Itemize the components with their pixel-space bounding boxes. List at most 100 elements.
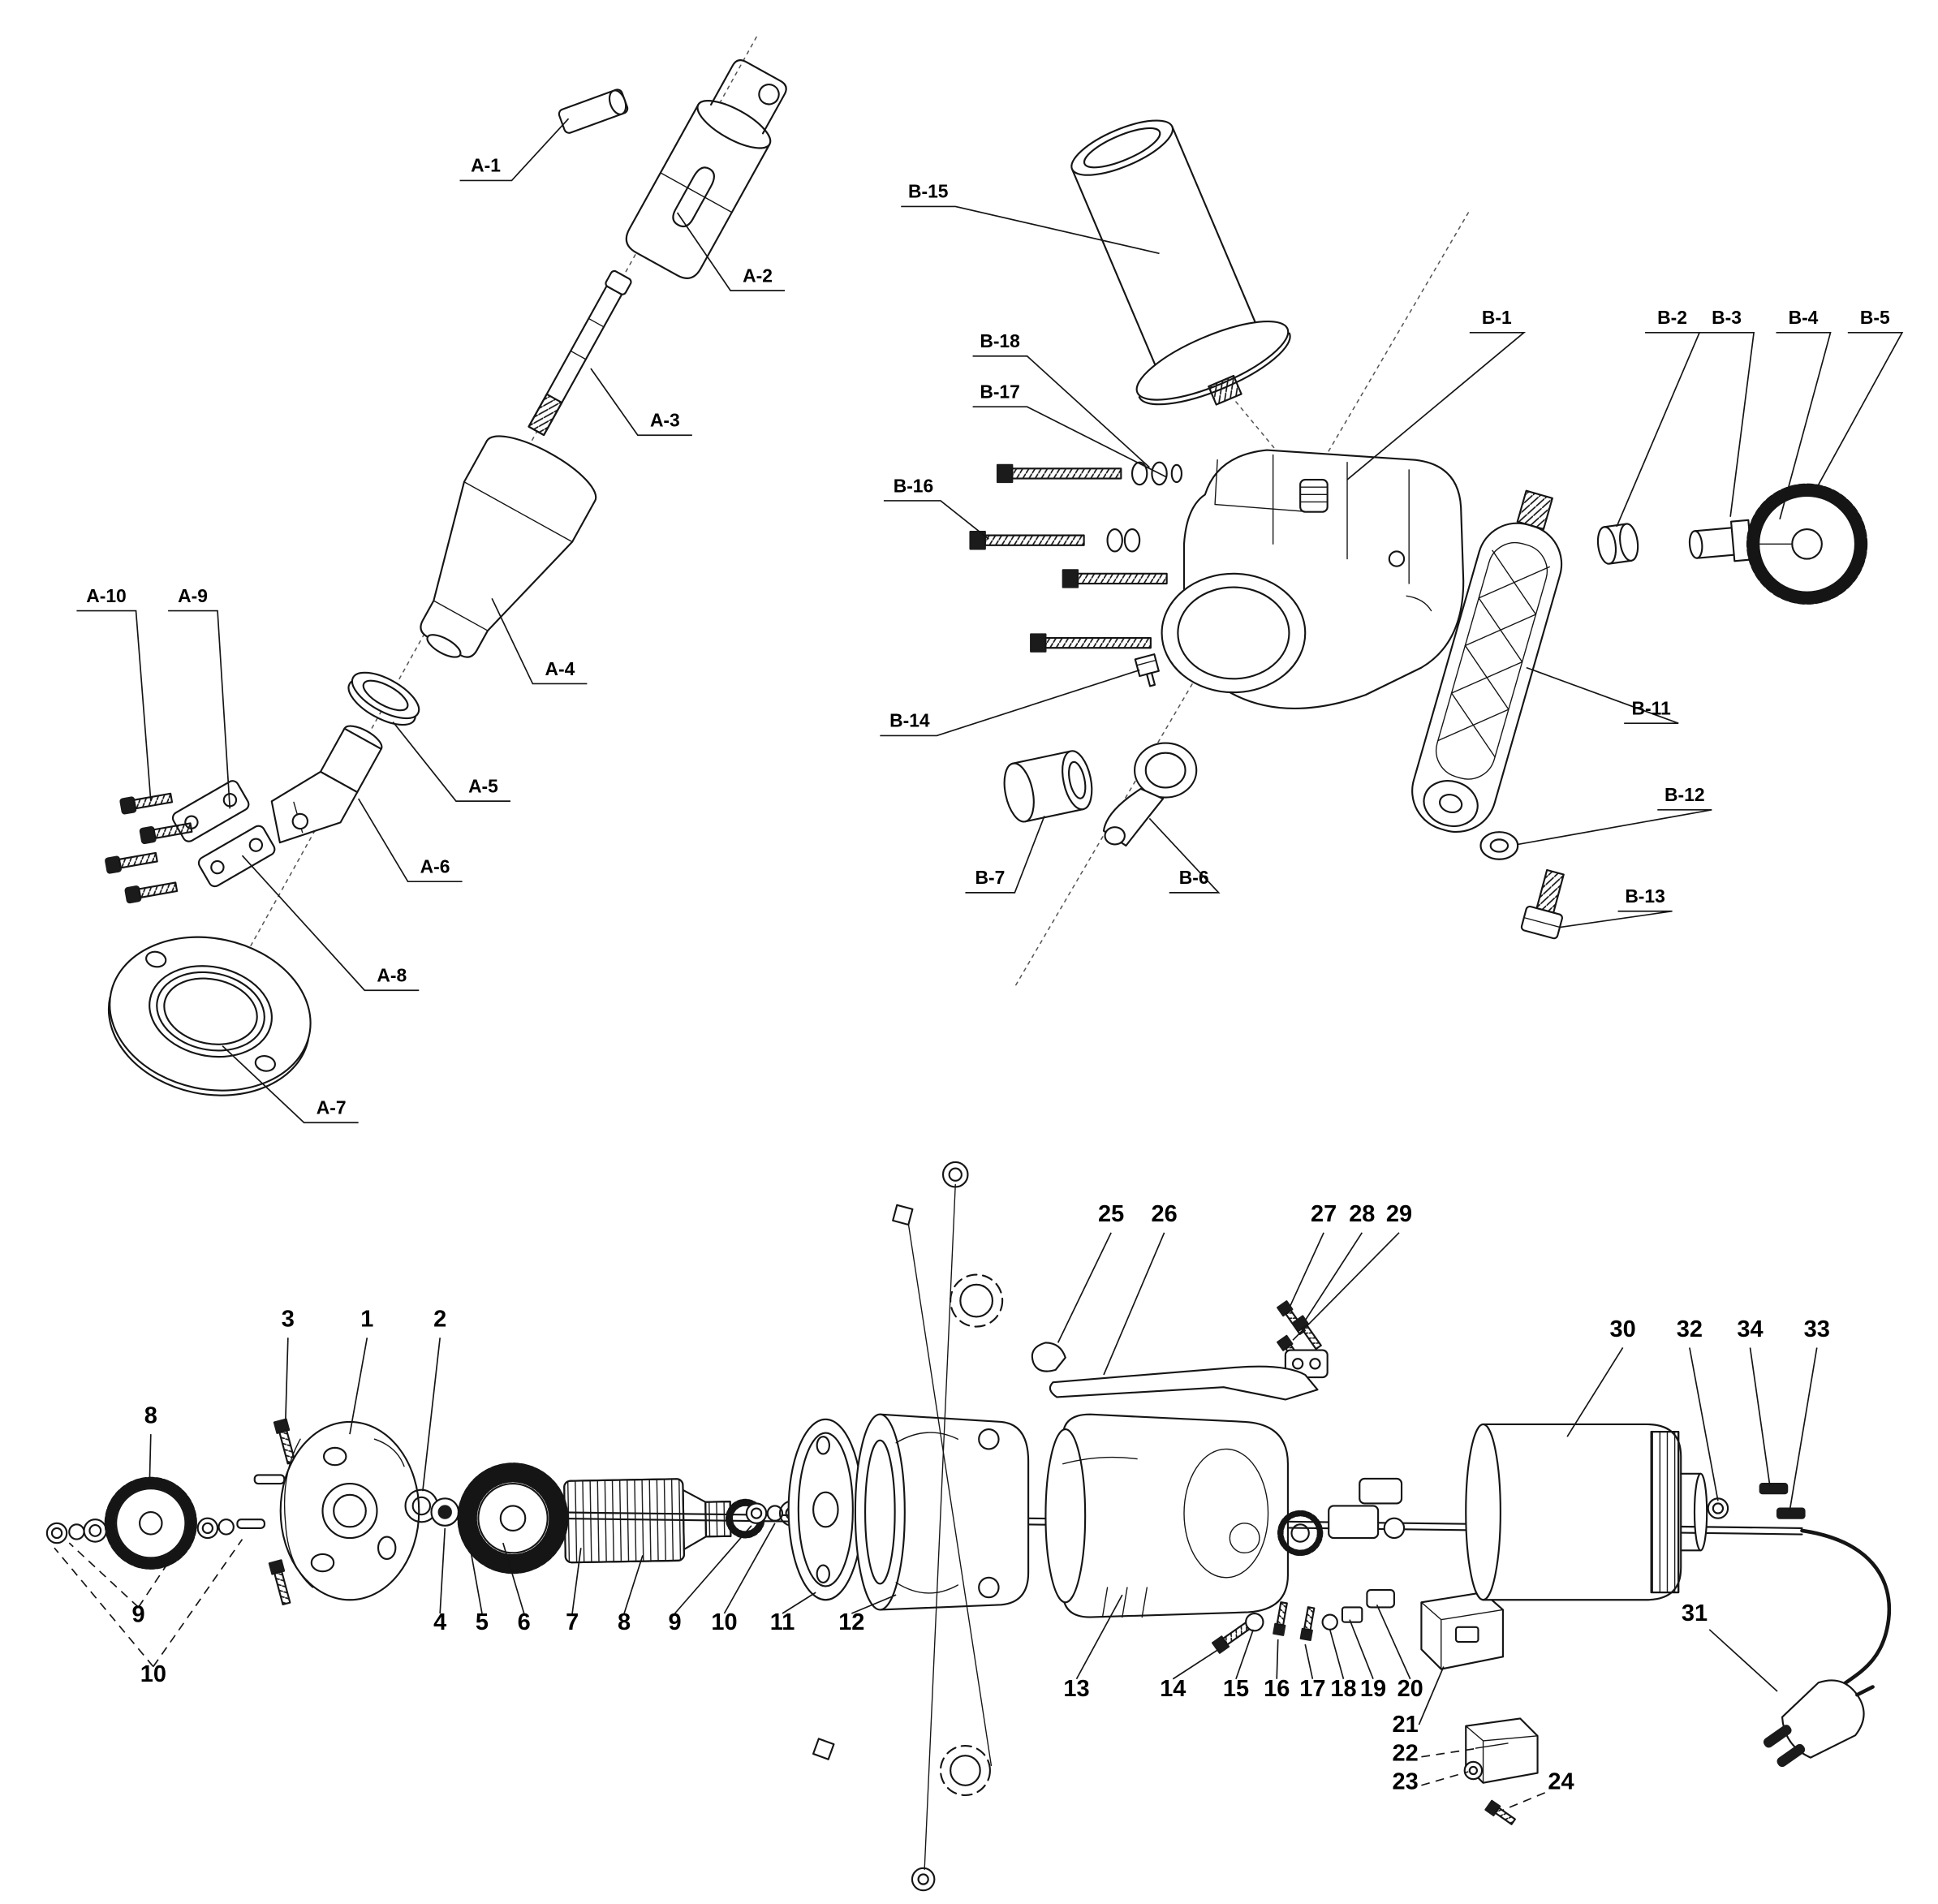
callout-label-B-17: B-17 — [980, 381, 1019, 403]
callout-label-9: 9 — [668, 1609, 681, 1635]
part-a8-clamp-plates — [171, 780, 276, 888]
leader-line-10 — [723, 1523, 776, 1614]
leader-line-22 — [1421, 1747, 1479, 1758]
part-b11-handle-bracket — [1411, 489, 1563, 834]
leader-line-9 — [68, 1542, 140, 1609]
callout-label-B-18: B-18 — [980, 330, 1019, 351]
part-motor-housing-rear — [1465, 1423, 1708, 1601]
callout-label-A-8: A-8 — [377, 965, 407, 986]
callout-label-33: 33 — [1804, 1316, 1830, 1342]
leader-line-B-5 — [1813, 331, 1904, 493]
callout-label-14: 14 — [1160, 1676, 1186, 1702]
leader-line-B-13 — [1559, 910, 1673, 928]
callout-label-10: 10 — [140, 1661, 166, 1687]
part-a1-pin — [558, 88, 629, 134]
part-armature — [563, 1478, 765, 1564]
power-cord — [1800, 1528, 1892, 1686]
leader-line-12 — [851, 1594, 897, 1614]
leader-line-B-7 — [965, 816, 1045, 894]
leader-line-A-10 — [76, 610, 152, 802]
leader-line-20 — [1376, 1604, 1411, 1680]
callout-label-9: 9 — [132, 1602, 145, 1628]
leader-line-B-16 — [883, 500, 989, 540]
callout-label-20: 20 — [1398, 1676, 1423, 1702]
callout-label-4: 4 — [433, 1609, 446, 1635]
leader-line-8 — [623, 1555, 644, 1614]
leader-line-A-4 — [491, 597, 588, 685]
part-b-screw-4 — [1030, 633, 1152, 653]
callout-label-B-15: B-15 — [908, 181, 949, 202]
assembly-b-drawing — [969, 119, 1868, 990]
leader-line-A-7 — [222, 1045, 359, 1124]
part-washers-left — [196, 1517, 265, 1540]
callout-label-B-1: B-1 — [1482, 307, 1512, 328]
leader-line-15 — [1235, 1629, 1255, 1680]
callout-label-32: 32 — [1677, 1316, 1703, 1342]
callout-label-2: 2 — [433, 1307, 446, 1333]
leader-line-16 — [1276, 1639, 1279, 1679]
part-b4-b5-gear — [1746, 483, 1868, 605]
leader-line-11 — [782, 1592, 816, 1614]
part-b1-gear-housing — [1161, 449, 1465, 709]
part-endcap-screws — [253, 1418, 296, 1606]
leader-line-A-2 — [676, 212, 786, 291]
assembly-a-callouts: A-1A-2A-3A-4A-5A-6A-8A-7A-9A-10 — [76, 118, 786, 1124]
callout-label-7: 7 — [566, 1609, 579, 1635]
callout-label-34: 34 — [1737, 1316, 1763, 1342]
callout-label-A-1: A-1 — [471, 155, 501, 176]
leader-line-B-6 — [1148, 817, 1221, 894]
part-brush-holder-cluster — [1212, 1588, 1395, 1654]
leader-line-8 — [149, 1434, 152, 1484]
leader-line-B-11 — [1526, 666, 1679, 725]
leader-line-5 — [465, 1524, 483, 1614]
part-washers-far-left — [45, 1518, 108, 1544]
callout-label-24: 24 — [1548, 1768, 1574, 1794]
callout-label-B-3: B-3 — [1712, 307, 1742, 328]
part-inner-gear-cluster — [1277, 1477, 1406, 1557]
leader-line-A-6 — [357, 798, 463, 883]
leader-line-32 — [1689, 1347, 1719, 1501]
leader-line-10 — [54, 1547, 154, 1668]
part-b7-bushing — [1003, 750, 1093, 823]
leader-line-19 — [1349, 1619, 1374, 1680]
part-lock-lever — [1031, 1342, 1319, 1401]
leader-line-17 — [1304, 1643, 1314, 1679]
leader-line-31 — [1708, 1629, 1778, 1692]
leader-line-2 — [422, 1338, 441, 1492]
callout-label-3: 3 — [282, 1307, 295, 1333]
callout-label-31: 31 — [1682, 1600, 1708, 1626]
callout-label-B-6: B-6 — [1179, 867, 1209, 888]
callout-label-A-7: A-7 — [317, 1097, 347, 1118]
callout-label-A-2: A-2 — [743, 265, 773, 286]
callout-label-16: 16 — [1264, 1676, 1290, 1702]
part-b-screw-3 — [1062, 569, 1168, 588]
leader-line-29 — [1292, 1232, 1400, 1341]
leader-line-A-3 — [590, 368, 692, 437]
part-rear-washer — [1707, 1497, 1729, 1519]
callout-label-B-4: B-4 — [1789, 307, 1819, 328]
part-clamp-washer — [1463, 1760, 1484, 1781]
part-b6-lever — [1102, 742, 1198, 847]
callout-label-26: 26 — [1152, 1201, 1178, 1227]
leader-line-24 — [1502, 1792, 1546, 1811]
part-b18-washers — [1130, 461, 1183, 486]
part-a5-ring — [347, 671, 420, 726]
callout-label-10: 10 — [711, 1609, 737, 1635]
leader-line-B-1 — [1346, 331, 1527, 480]
part-gear-small — [104, 1476, 197, 1570]
leader-line-B-18 — [972, 355, 1150, 468]
callout-label-5: 5 — [476, 1609, 489, 1635]
leader-line-B-15 — [901, 205, 1160, 255]
callout-label-19: 19 — [1360, 1676, 1386, 1702]
leader-line-9 — [674, 1525, 752, 1614]
part-clamp-screw — [1484, 1799, 1516, 1825]
leader-line-13 — [1075, 1594, 1123, 1680]
callout-label-B-12: B-12 — [1665, 784, 1704, 805]
part-b13-bolt — [1520, 868, 1565, 940]
callout-label-A-4: A-4 — [545, 658, 575, 679]
part-a3-spindle — [528, 269, 632, 437]
callout-label-15: 15 — [1223, 1676, 1249, 1702]
callout-label-12: 12 — [838, 1609, 864, 1635]
